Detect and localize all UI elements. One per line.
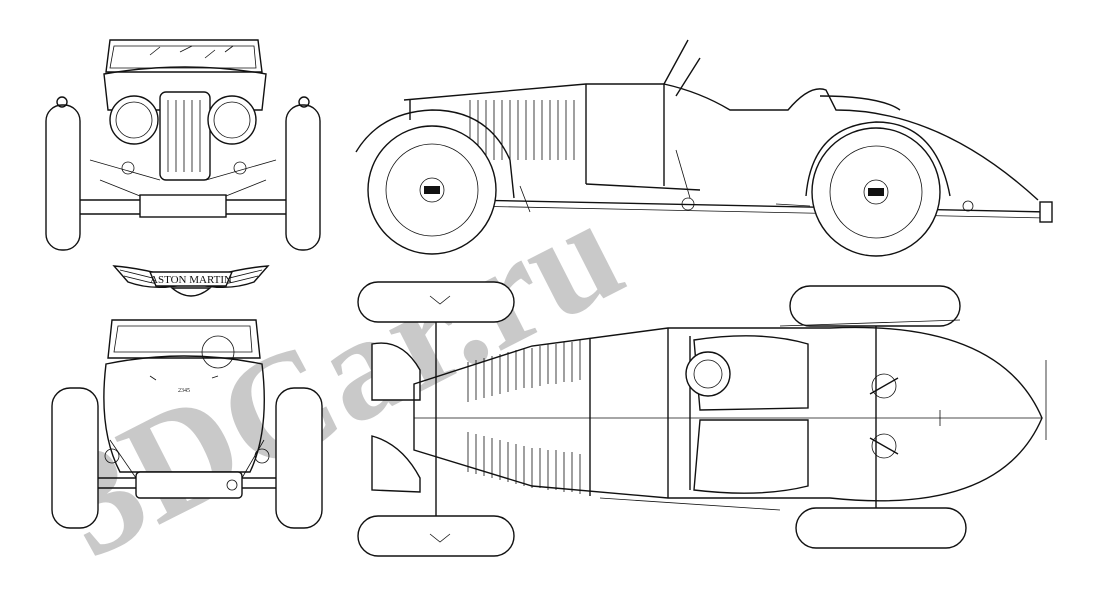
watermark: 3DCar.ru <box>30 166 646 589</box>
aston-martin-badge: ASTON MARTIN <box>112 265 270 297</box>
top-view <box>357 281 1047 557</box>
svg-text:2345: 2345 <box>178 388 190 394</box>
badge-text: ASTON MARTIN <box>150 274 232 286</box>
side-view <box>355 39 1053 257</box>
watermark-text: 3DCar.ru <box>30 166 646 589</box>
front-view <box>45 39 321 251</box>
rear-view: 2345 <box>51 319 323 529</box>
